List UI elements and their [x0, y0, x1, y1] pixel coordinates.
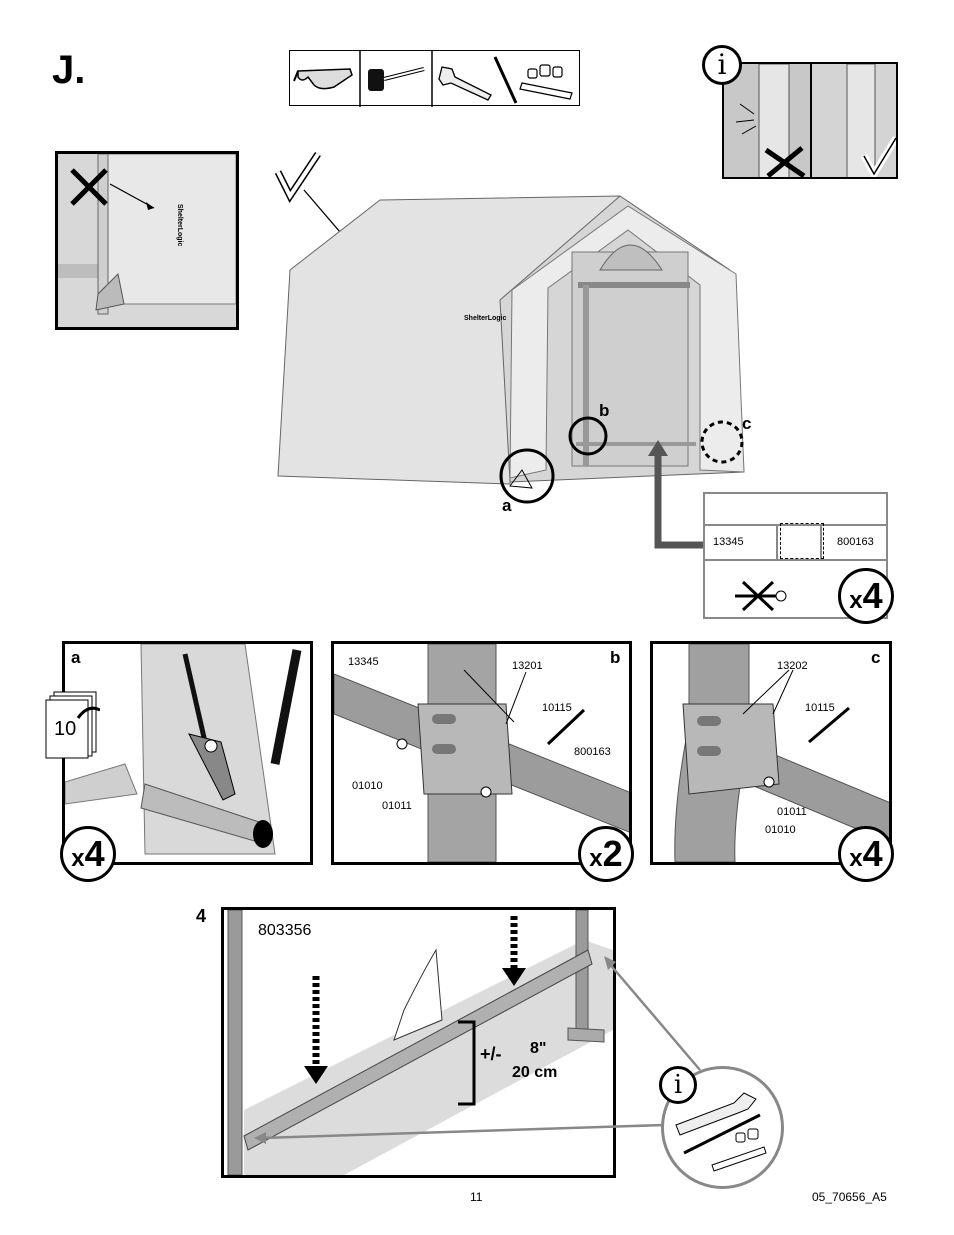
doc-code: 05_70656_A5 — [812, 1190, 887, 1204]
measure-cm: 20 cm — [512, 1064, 558, 1081]
page-turn-number: 10 — [54, 718, 77, 740]
wrench-icon — [675, 1092, 757, 1136]
detail-c-label: c — [871, 648, 881, 667]
detail-panel-a: a — [62, 641, 313, 865]
safety-glasses-icon — [293, 68, 353, 90]
wrench-icon — [438, 66, 492, 101]
wrong-side-panel: ShelterLogic — [55, 151, 239, 330]
cross-icon — [70, 168, 108, 206]
detail-c-part-3: 01011 — [777, 806, 807, 818]
hardware-part-placeholder — [780, 523, 824, 559]
info-panel-top — [722, 62, 898, 179]
detail-c-part-1: 13202 — [777, 660, 808, 672]
socket-set-icon — [711, 1128, 767, 1172]
page-turn-icon: 10 — [44, 688, 100, 760]
label-c: c — [742, 414, 752, 433]
detail-b-label: b — [610, 648, 621, 667]
detail-panel-b: b 13345 13201 10115 800163 01010 01011 — [331, 641, 632, 865]
detail-b-count: x2 — [578, 826, 634, 882]
tools-strip — [289, 50, 580, 107]
mallet-icon — [368, 67, 425, 91]
svg-text:ShelterLogic: ShelterLogic — [464, 315, 507, 322]
label-b: b — [599, 401, 610, 420]
step-number: 4 — [196, 906, 207, 926]
detail-a-label: a — [71, 648, 81, 667]
socket-set-icon — [519, 64, 573, 100]
step-letter: J. — [52, 48, 86, 92]
detail-c-count: x4 — [838, 826, 894, 882]
hardware-part-left: 13345 — [713, 536, 744, 548]
measure-prefix: +/- — [480, 1044, 502, 1064]
detail-panel-c: c 13202 10115 01011 01010 — [650, 641, 892, 865]
hardware-part-right: 800163 — [837, 536, 874, 548]
hardware-count-badge: x4 — [838, 568, 894, 624]
info-icon: i — [659, 1066, 697, 1104]
measure-inches: 8" — [530, 1040, 547, 1057]
detail-c-part-4: 01010 — [765, 824, 796, 836]
detail-b-part-6: 01011 — [382, 800, 412, 812]
info-icon: i — [702, 45, 742, 85]
page-number: 11 — [470, 1190, 483, 1204]
detail-b-part-4: 800163 — [574, 746, 611, 758]
cross-icon — [764, 146, 806, 177]
detail-b-part-5: 01010 — [352, 780, 383, 792]
detail-a-count: x4 — [60, 826, 116, 882]
bolt-cross-icon — [735, 580, 787, 612]
checkmark-icon — [274, 152, 321, 203]
detail-b-part-2: 13201 — [512, 660, 543, 672]
bottom-part: 803356 — [258, 922, 312, 939]
bottom-panel: 803356 +/- 8" 20 cm — [221, 907, 616, 1178]
detail-b-part-3: 10115 — [542, 702, 572, 714]
detail-b-part-1: 13345 — [348, 656, 379, 668]
label-a: a — [502, 496, 512, 515]
checkmark-icon — [860, 136, 896, 177]
detail-c-part-2: 10115 — [805, 702, 835, 714]
svg-text:ShelterLogic: ShelterLogic — [176, 204, 183, 247]
